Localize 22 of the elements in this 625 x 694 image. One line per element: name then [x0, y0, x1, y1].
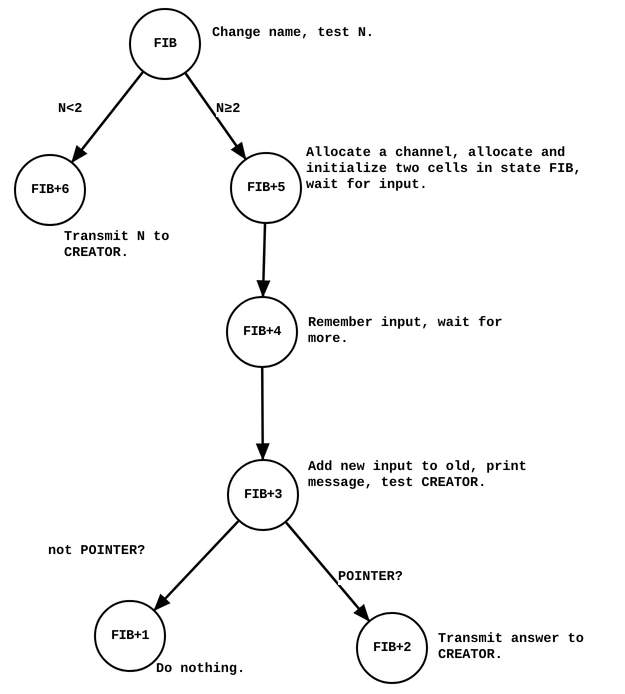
arrow — [71, 72, 144, 164]
edge-label: N≥2 — [216, 102, 240, 117]
state-note: Transmit answer to CREATOR. — [438, 632, 585, 664]
state-name: FIB+6 — [30, 182, 69, 198]
arrow — [256, 224, 270, 298]
arrow — [184, 72, 246, 160]
state-name: FIB+2 — [372, 640, 411, 656]
arrow — [154, 520, 240, 612]
state-note: Do nothing. — [156, 662, 246, 678]
state-name: FIB+1 — [110, 628, 149, 644]
arrow — [256, 368, 270, 461]
state-name: FIB+4 — [242, 324, 281, 340]
edge-label: POINTER? — [338, 570, 403, 585]
state-note: Allocate a channel, allocate and initialize two cells in state FIB, wait for input. — [306, 146, 582, 194]
state-name: FIB — [154, 36, 176, 52]
state-note: Remember input, wait for more. — [308, 316, 504, 348]
arrow — [285, 522, 370, 622]
state-note: Change name, test N. — [212, 26, 376, 42]
state-note: Transmit N to CREATOR. — [64, 230, 170, 262]
state-note: Add new input to old, print message, test CREATOR. — [308, 460, 528, 492]
state-name: FIB+5 — [246, 180, 285, 196]
state-name: FIB+3 — [244, 488, 282, 502]
